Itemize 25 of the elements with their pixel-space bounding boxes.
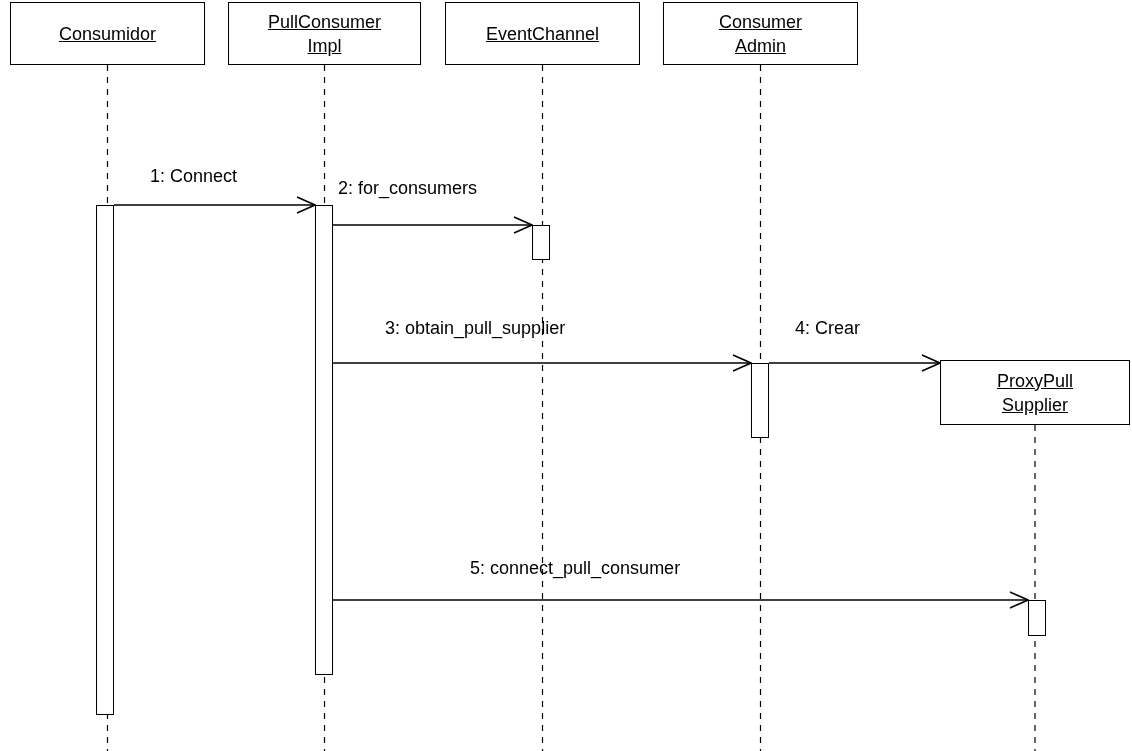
object-box <box>445 2 640 65</box>
object-box <box>228 2 421 65</box>
object-box <box>663 2 858 65</box>
object-name: EventChannel <box>485 22 600 46</box>
message-arrow <box>332 591 1029 609</box>
message-label: 3: obtain_pull_supplier <box>385 318 566 339</box>
object-box <box>940 360 1130 425</box>
message-label: 5: connect_pull_consumer <box>470 558 681 579</box>
message-label: 4: Crear <box>795 318 861 339</box>
activation-bar <box>315 205 333 675</box>
object-name: PullConsumer Impl <box>266 10 382 58</box>
activation-bar <box>1028 600 1046 636</box>
object-name: Consumer Admin <box>718 10 803 58</box>
object-name: Consumidor <box>58 22 156 46</box>
object-box <box>10 2 205 65</box>
message-arrow <box>332 354 752 372</box>
activation-bar <box>751 363 769 438</box>
message-label: 1: Connect <box>150 166 238 187</box>
message-arrow <box>113 196 316 214</box>
message-arrow <box>332 216 533 234</box>
activation-bar <box>96 205 114 715</box>
activation-bar <box>532 225 550 260</box>
message-label: 2: for_consumers <box>338 178 478 199</box>
object-name: ProxyPull Supplier <box>996 369 1074 417</box>
message-arrow <box>768 354 941 372</box>
